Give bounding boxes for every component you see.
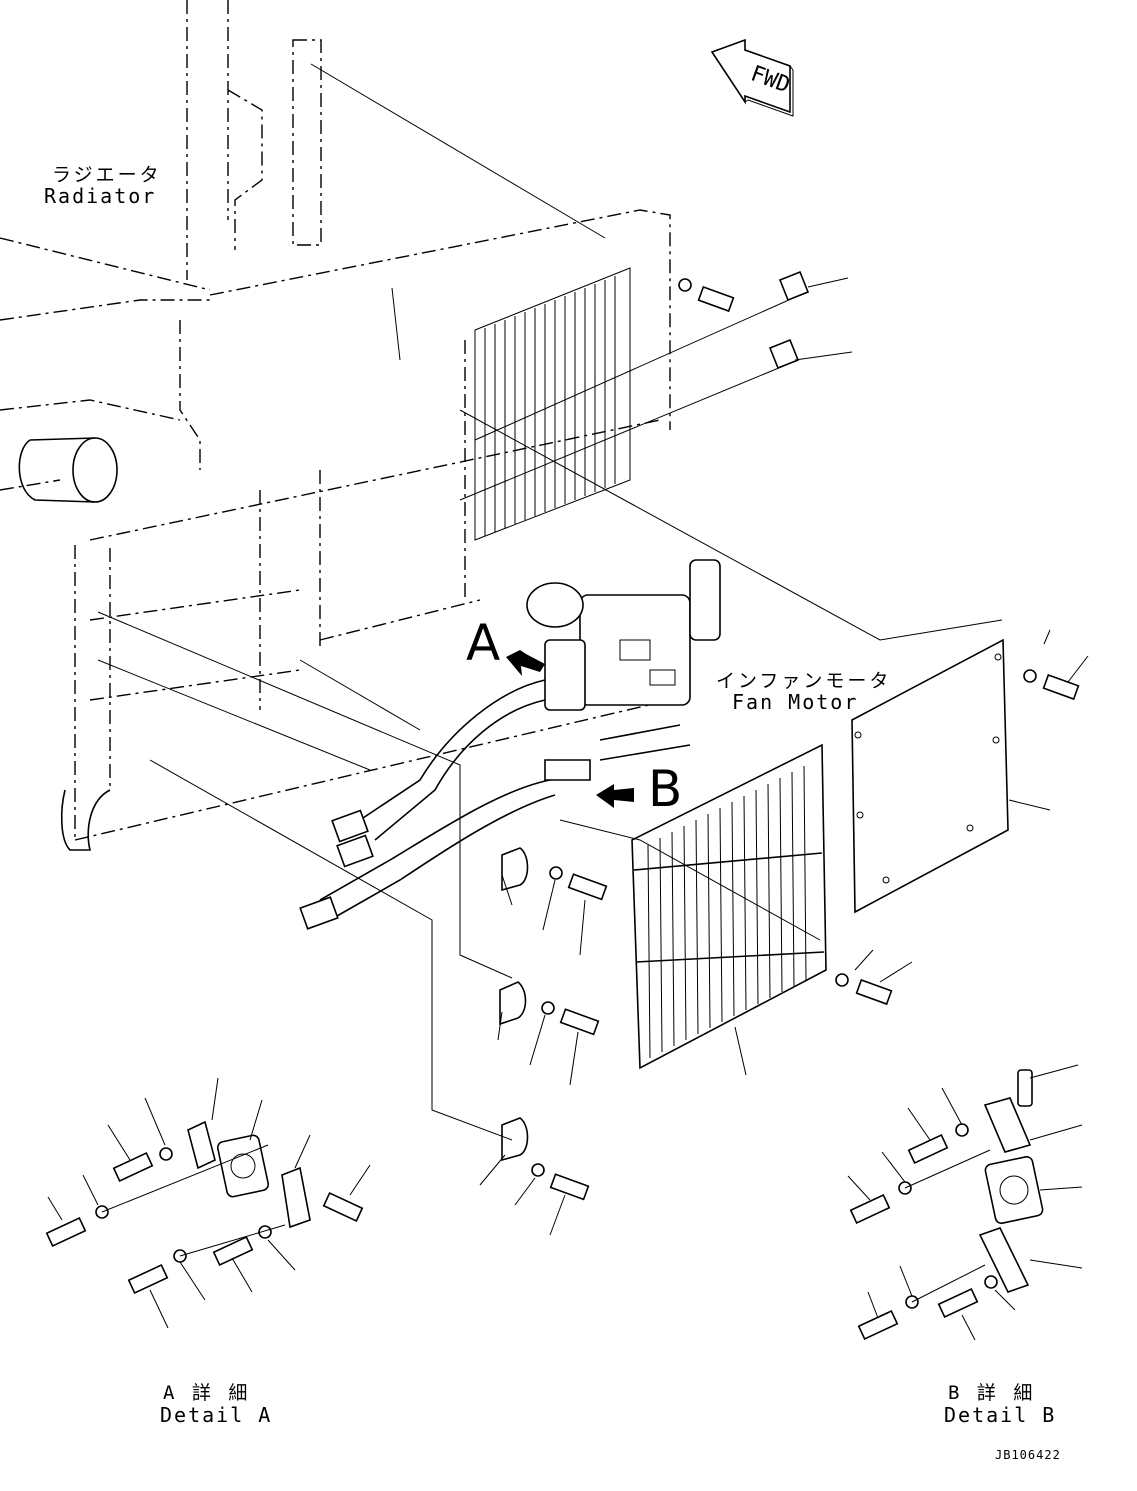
- detail-b-parts: [851, 1070, 1044, 1339]
- detail-a-parts: [47, 1122, 363, 1293]
- clamp-set-3: [502, 1118, 588, 1199]
- cover-panel: [852, 640, 1008, 912]
- leader-lines: [48, 64, 1088, 1340]
- fan-motor-label-jp: インファンモータ: [716, 670, 892, 692]
- clamp-set-2: [500, 982, 598, 1034]
- callout-a-arrow-icon: [506, 650, 545, 676]
- drawing-number: JB106422: [995, 1448, 1061, 1462]
- fan-motor: [527, 560, 720, 780]
- screen-grille: [632, 745, 826, 1068]
- detail-b-label-jp: B 詳 細: [948, 1382, 1036, 1404]
- radiator-label-jp: ラジエータ: [52, 164, 162, 186]
- callout-b-label: B: [648, 760, 683, 818]
- radiator-inlet-pipe: [19, 438, 117, 850]
- fwd-arrow-icon: [712, 40, 793, 116]
- radiator-frame: [0, 0, 670, 840]
- detail-a-label-en: Detail A: [160, 1403, 273, 1427]
- clamp-set-1: [502, 848, 606, 899]
- fan-motor-label-en: Fan Motor: [732, 690, 859, 714]
- detail-a-label-jp: A 詳 細: [163, 1382, 251, 1404]
- callout-a-label: A: [466, 614, 501, 672]
- hoses: [300, 680, 555, 929]
- panel-bolts: [679, 279, 1078, 1004]
- radiator-core: [475, 268, 630, 540]
- detail-b-label-en: Detail B: [944, 1403, 1057, 1427]
- brackets-top: [770, 272, 808, 368]
- radiator-label-en: Radiator: [44, 184, 157, 208]
- callout-b-arrow-icon: [596, 784, 634, 808]
